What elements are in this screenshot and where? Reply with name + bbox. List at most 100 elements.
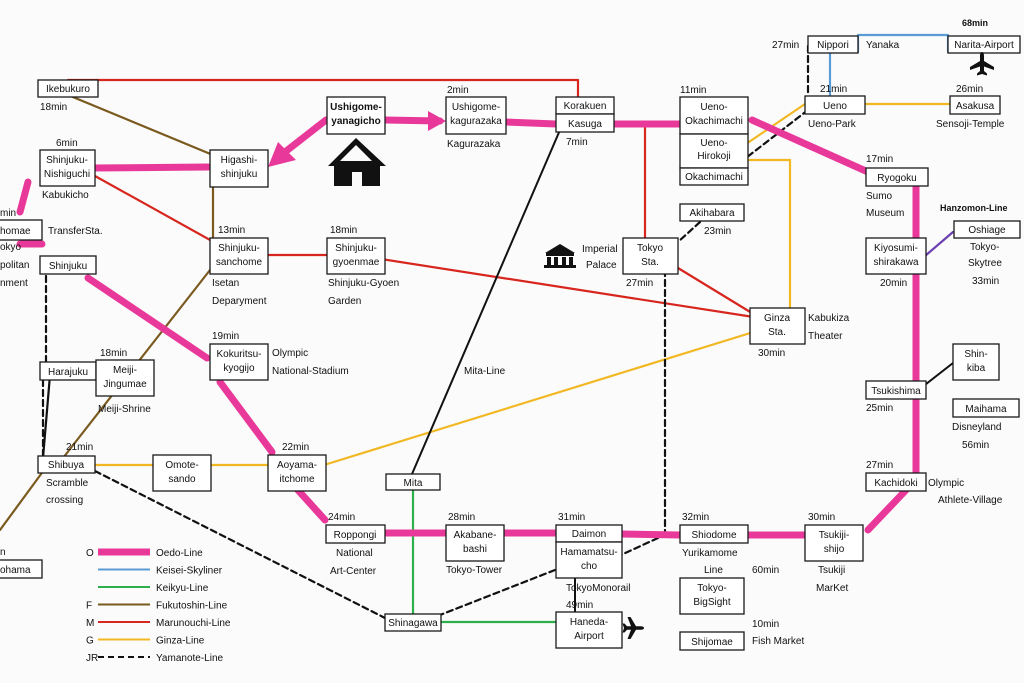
station-ueno-hirokoji[interactable]: Ueno-Hirokoji <box>679 133 749 169</box>
station-maihama[interactable]: Maihama <box>952 398 1020 418</box>
station-akabanebashi[interactable]: Akabane-bashi <box>445 524 505 562</box>
svg-text:Akabane-bashi: Akabane-bashi <box>454 530 497 555</box>
station-shinjuku-gyoenmae[interactable]: Shinjuku-gyoenmae <box>326 237 386 275</box>
station-shinjuku-nishiguchi[interactable]: Shinjuku-Nishiguchi <box>39 149 96 187</box>
svg-text:Shiodome: Shiodome <box>691 530 736 541</box>
hanzomon-label: Hanzomon-Line <box>940 203 1008 213</box>
disneyland-label: Disneyland <box>952 422 1001 433</box>
station-oshiage[interactable]: Oshiage <box>953 220 1021 239</box>
svg-text:Aoyama-itchome: Aoyama-itchome <box>277 460 317 485</box>
station-narita-airport[interactable]: Narita-Airport <box>947 35 1021 54</box>
svg-text:homae: homae <box>0 226 31 237</box>
svg-text:Tsukiji-shijo: Tsukiji-shijo <box>819 530 850 555</box>
svg-text:Shinjuku-gyoenmae: Shinjuku-gyoenmae <box>333 243 380 268</box>
station-shijomae[interactable]: Shijomae <box>679 631 745 651</box>
svg-text:Narita-Airport: Narita-Airport <box>954 40 1014 51</box>
house-icon <box>328 138 386 186</box>
station-shinagawa[interactable]: Shinagawa <box>384 613 442 632</box>
olympic-label-2: Olympic <box>928 478 964 489</box>
deparyment-label: Deparyment <box>212 296 267 307</box>
transfer-label: TransferSta. <box>48 226 103 237</box>
station-shiodome[interactable]: Shiodome <box>679 524 749 544</box>
station-shinjuku-sanchome[interactable]: Shinjuku-sanchome <box>209 237 269 275</box>
station-tokyo-bigsight[interactable]: Tokyo-BigSight <box>679 577 745 615</box>
station-okachimachi[interactable]: Okachimachi <box>679 167 749 186</box>
station-ryogoku[interactable]: Ryogoku <box>865 167 929 187</box>
station-omotesando[interactable]: Omote-sando <box>152 454 212 492</box>
svg-text:Daimon: Daimon <box>572 529 606 540</box>
svg-text:Roppongi: Roppongi <box>334 530 377 541</box>
station-mita[interactable]: Mita <box>385 473 441 491</box>
svg-text:Okachimachi: Okachimachi <box>685 172 743 183</box>
svg-text:Ushigome-yanagicho: Ushigome-yanagicho <box>330 102 382 127</box>
fish-market-label: Fish Market <box>752 636 804 647</box>
metropolitan-label: politan <box>0 260 29 271</box>
station-ueno-okachimachi[interactable]: Ueno-Okachimachi <box>679 96 749 135</box>
ginza-time: 30min <box>758 348 785 359</box>
station-kokuritsu-kyogijo[interactable]: Kokuritsu-kyogijo <box>209 343 269 381</box>
asakusa-time: 26min <box>956 84 983 95</box>
station-harajuku[interactable]: Harajuku <box>39 361 97 381</box>
station-akihabara[interactable]: Akihabara <box>679 203 745 222</box>
station-haneda-airport[interactable]: Haneda-Airport <box>555 611 623 649</box>
svg-text:Ushigome-kagurazaka: Ushigome-kagurazaka <box>450 102 502 127</box>
svg-text:ohama: ohama <box>0 565 31 576</box>
station-kiyosumi-shirakawa[interactable]: Kiyosumi-shirakawa <box>865 237 927 275</box>
legend-label: Yamanote-Line <box>156 653 224 664</box>
station-shibuya[interactable]: Shibuya <box>37 455 96 474</box>
station-ikebukuro[interactable]: Ikebukuro <box>37 79 99 98</box>
svg-text:Maihama: Maihama <box>965 404 1007 415</box>
svg-text:Ueno-Hirokoji: Ueno-Hirokoji <box>697 138 730 162</box>
svg-text:Ueno-Okachimachi: Ueno-Okachimachi <box>685 102 743 127</box>
station-kasuga[interactable]: Kasuga <box>555 113 615 133</box>
svg-text:Asakusa: Asakusa <box>956 101 995 112</box>
station-korakuen[interactable]: Korakuen <box>555 96 615 115</box>
station-hamamatsucho[interactable]: Hamamatsu-cho <box>555 541 623 579</box>
station-yokohama[interactable]: ohama <box>0 559 43 579</box>
station-ushigome-yanagicho[interactable]: Ushigome-yanagicho <box>326 96 386 135</box>
station-daimon[interactable]: Daimon <box>555 524 623 543</box>
station-shin-kiba[interactable]: Shin-kiba <box>952 343 1000 381</box>
line-layer <box>0 33 955 624</box>
gyoen-garden-label-2: Garden <box>328 296 361 307</box>
station-meiji-jingumae[interactable]: Meiji-Jingumae <box>95 359 155 397</box>
station-ushigome-kagurazaka[interactable]: Ushigome-kagurazaka <box>445 96 507 135</box>
tokyo-time: 27min <box>626 278 653 289</box>
station-tsukiji-shijo[interactable]: Tsukiji-shijo <box>804 524 864 562</box>
station-tochomae[interactable]: homae <box>0 219 43 241</box>
station-shinjuku[interactable]: Shinjuku <box>39 255 97 275</box>
yurikamome-label-1: Yurikamome <box>682 548 738 559</box>
tsukiji-label-1: Tsukiji <box>818 565 845 576</box>
station-nippori[interactable]: Nippori <box>807 35 859 54</box>
station-roppongi[interactable]: Roppongi <box>325 524 386 544</box>
legend-item: Keikyu-Line <box>98 583 209 594</box>
legend-prefix: O <box>86 548 94 559</box>
station-aoyama-itchome[interactable]: Aoyama-itchome <box>267 454 327 492</box>
meiji-shrine-label: Meiji-Shrine <box>98 404 151 415</box>
meiji-time: 18min <box>100 348 127 359</box>
legend-prefix: M <box>86 618 94 629</box>
svg-text:Ryogoku: Ryogoku <box>877 173 916 184</box>
station-kachidoki[interactable]: Kachidoki <box>865 472 927 492</box>
kabukicho-label: Kabukicho <box>42 190 89 201</box>
station-higashi-shinjuku[interactable]: Higashi-shinjuku <box>209 149 269 188</box>
mita-line-label: Mita-Line <box>464 366 506 377</box>
svg-text:Tokyo-BigSight: Tokyo-BigSight <box>693 583 730 608</box>
monorail-label: TokyoMonorail <box>566 583 630 594</box>
station-ueno[interactable]: Ueno <box>804 95 866 115</box>
shiodome-time: 32min <box>682 512 709 523</box>
isetan-label: Isetan <box>212 278 239 289</box>
tokyo-label: okyo <box>0 242 22 253</box>
government-label: nment <box>0 278 28 289</box>
svg-text:Hamamatsu-cho: Hamamatsu-cho <box>560 547 617 572</box>
svg-text:Ikebukuro: Ikebukuro <box>46 84 90 95</box>
gyoen-garden-label-1: Shinjuku-Gyoen <box>328 278 399 289</box>
svg-text:Shinjuku: Shinjuku <box>49 261 87 272</box>
station-tsukishima[interactable]: Tsukishima <box>865 380 927 400</box>
station-asakusa[interactable]: Asakusa <box>949 95 1001 115</box>
